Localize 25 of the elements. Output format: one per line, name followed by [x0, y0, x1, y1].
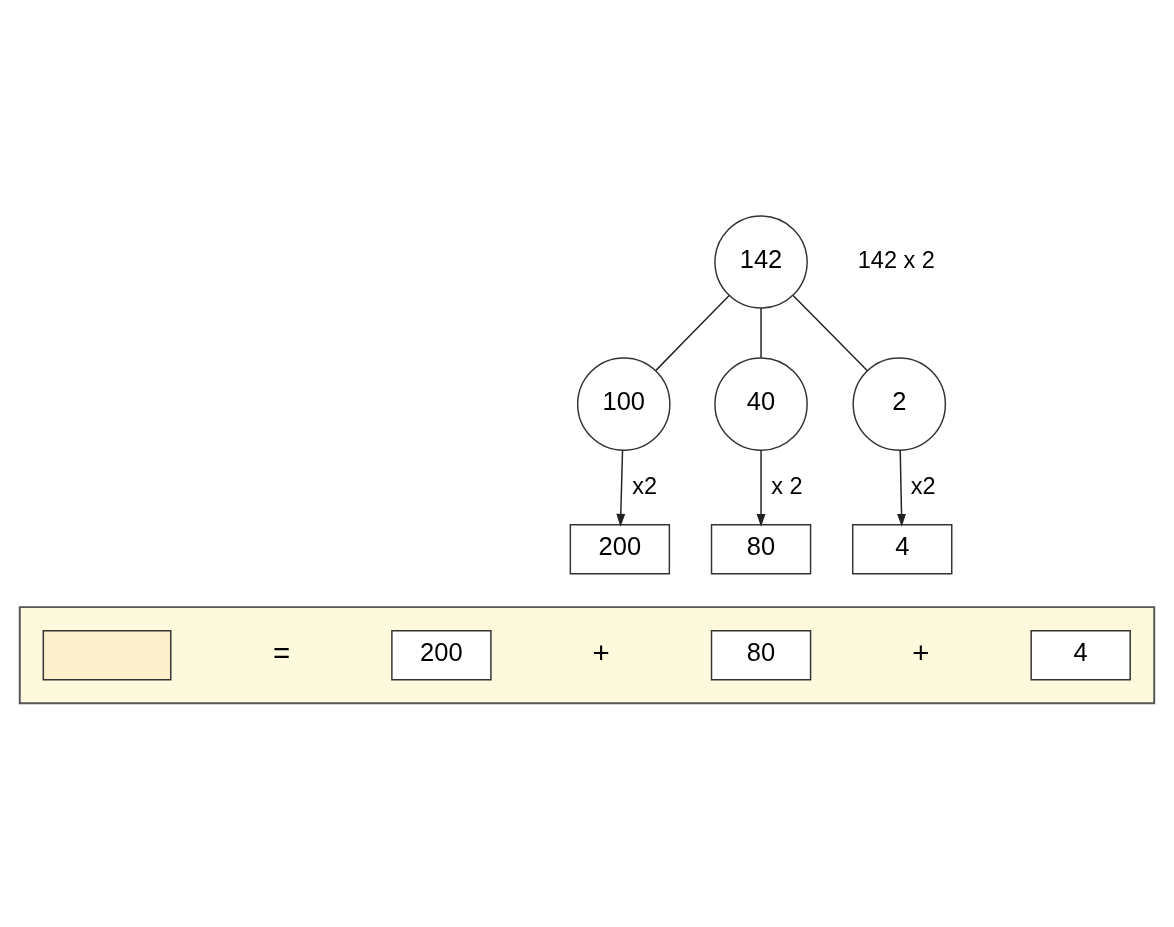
arrow	[616, 449, 626, 527]
arrow	[897, 449, 906, 527]
edge-label: x 2	[771, 472, 803, 499]
connector	[792, 294, 869, 372]
node-box: 200	[569, 524, 671, 575]
cluster	[18, 606, 1156, 705]
label: =	[272, 635, 291, 669]
node-box: 80	[710, 629, 812, 681]
node-box: 80	[710, 524, 812, 575]
edge-label: x2	[632, 472, 658, 499]
arrow	[756, 449, 766, 527]
edge-label: x2	[910, 472, 936, 499]
node-circle: 142	[714, 215, 808, 309]
node-circle: 40	[714, 357, 808, 451]
node-circle: 100	[576, 357, 671, 451]
node-box	[42, 629, 172, 681]
node-circle: 2	[852, 357, 947, 451]
connector	[760, 307, 762, 359]
connector	[655, 294, 730, 372]
node-box: 4	[852, 524, 953, 575]
node-box: 4	[1030, 629, 1131, 681]
label: +	[592, 635, 610, 669]
label: 142 x 2	[857, 247, 935, 274]
label: +	[912, 635, 930, 669]
node-box: 200	[391, 629, 492, 681]
